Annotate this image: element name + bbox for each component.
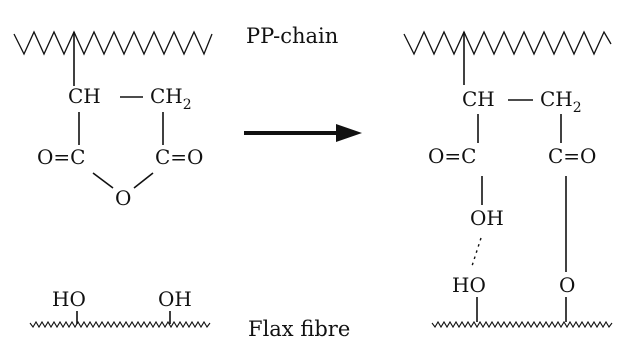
ch2-label: CH2 bbox=[150, 84, 192, 113]
product-ch-label: CH bbox=[462, 87, 495, 111]
fibre-ho-label: HO bbox=[452, 273, 486, 297]
pp-chain-label: PP-chain bbox=[246, 24, 338, 48]
reaction-arrow-head bbox=[336, 124, 362, 142]
fibre-hydroxyl-label-1: HO bbox=[52, 287, 86, 311]
acid-hydroxyl-label: OH bbox=[470, 206, 504, 230]
ring-bond-left bbox=[92, 172, 114, 189]
product-ch2-label: CH2 bbox=[540, 87, 582, 116]
ester-oxygen-label: O bbox=[559, 273, 575, 297]
flax-fibre-label: Flax fibre bbox=[248, 317, 350, 341]
fibre-hydroxyl-label-2: OH bbox=[158, 287, 192, 311]
pp-chain-zigzag-right bbox=[403, 30, 612, 56]
flax-fibre-wave-right bbox=[431, 320, 613, 329]
flax-fibre-wave-left bbox=[29, 320, 211, 329]
reaction-arrow bbox=[244, 124, 362, 142]
ring-oxygen-label: O bbox=[115, 186, 131, 210]
hydrogen-bond-dotted bbox=[471, 237, 482, 267]
right-carbonyl-label: C=O bbox=[155, 145, 203, 169]
product-left-carbonyl-label: O=C bbox=[428, 144, 476, 168]
ring-bond-right bbox=[133, 172, 154, 189]
reactant-group: CH CH2 O=C C=O O HO OH bbox=[13, 30, 213, 329]
pp-chain-zigzag-left bbox=[13, 30, 213, 56]
product-right-carbonyl-label: C=O bbox=[548, 144, 596, 168]
ch-label: CH bbox=[68, 84, 101, 108]
left-carbonyl-label: O=C bbox=[37, 145, 85, 169]
product-group: CH CH2 O=C C=O OH HO O bbox=[403, 30, 613, 329]
